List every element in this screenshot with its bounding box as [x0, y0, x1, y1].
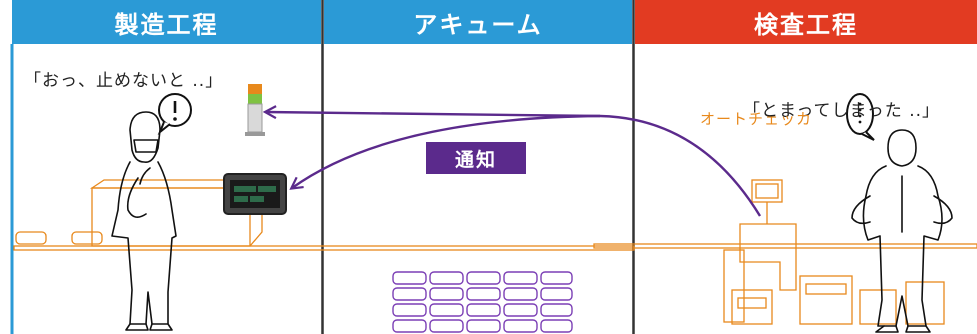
- tablet-icon: [223, 173, 287, 215]
- left-worker-quote: 「おっ、止めないと ..」: [24, 71, 224, 91]
- signal-tower-icon: [245, 84, 265, 136]
- accumulation-trays: [392, 271, 573, 333]
- right-worker-quote: 「とまってしまった ..」: [743, 101, 941, 121]
- worker-left-figure: [111, 111, 177, 331]
- header-manufacturing: 製造工程: [12, 0, 321, 44]
- header-accumulation: アキューム: [324, 0, 632, 44]
- auto-checker-label: オートチェッカ: [700, 110, 813, 128]
- auto-checker-machine: [593, 179, 977, 325]
- thinking-bubble-icon: [846, 93, 875, 141]
- notify-arrow-to-tower: [266, 112, 762, 217]
- exclamation-bubble-icon: [157, 93, 192, 136]
- manufacturing-conveyor: [13, 178, 635, 251]
- notify-badge: 通知: [426, 142, 526, 174]
- header-inspection: 検査工程: [635, 0, 977, 44]
- worker-right-figure: [851, 129, 953, 333]
- notify-arrow-to-tablet: [292, 114, 601, 188]
